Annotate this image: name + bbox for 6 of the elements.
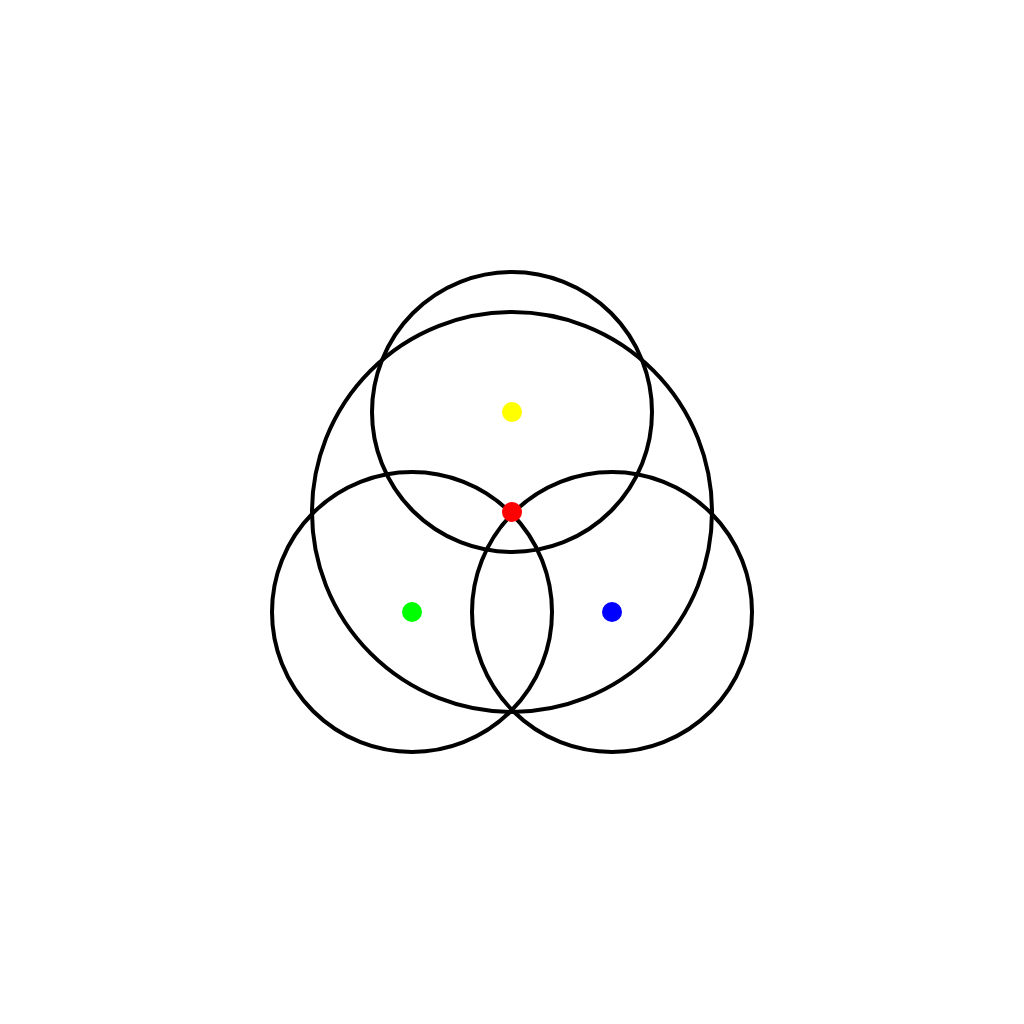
point-dot [602, 602, 622, 622]
point-dot [402, 602, 422, 622]
outline-circle [370, 270, 654, 554]
outline-circle [310, 310, 714, 714]
outline-circle [470, 470, 754, 754]
outline-circle [270, 470, 554, 754]
